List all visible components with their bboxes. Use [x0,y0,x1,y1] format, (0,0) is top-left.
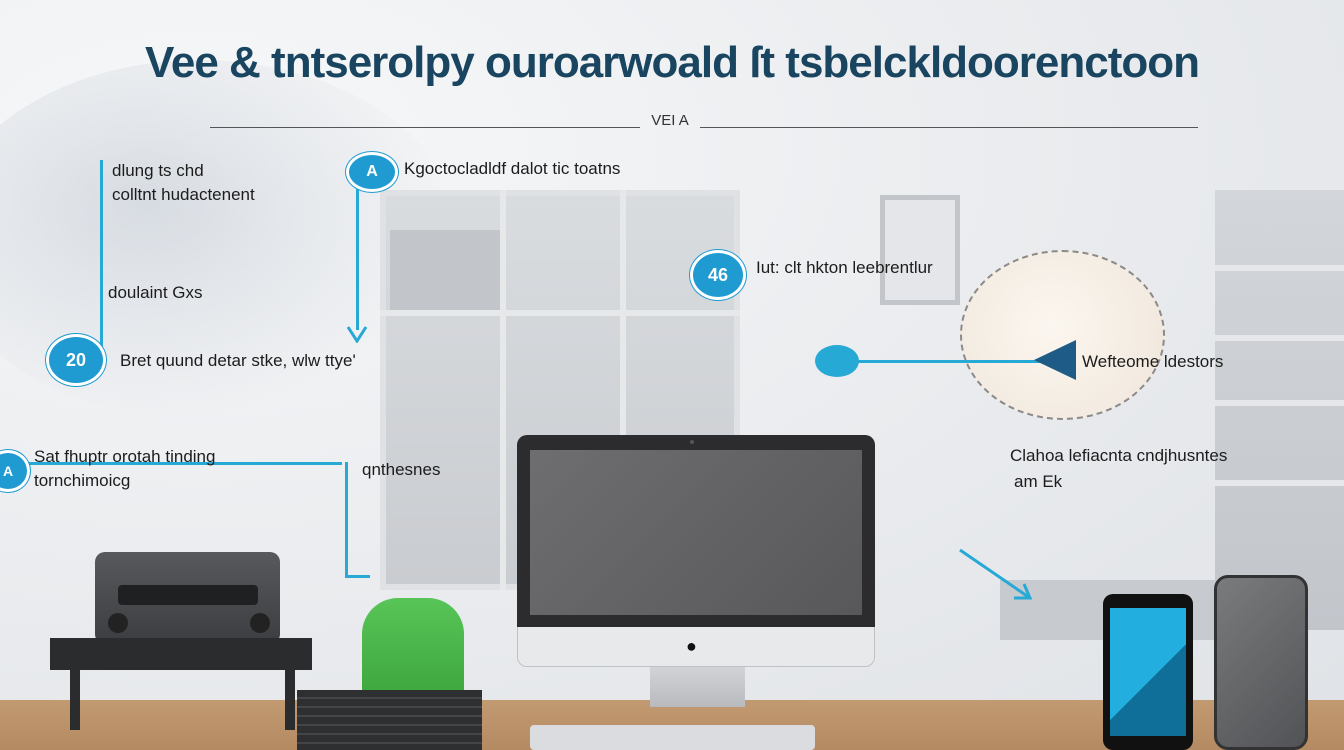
number-badge: 20 [46,334,106,386]
pointer-icon [1034,340,1076,380]
connector-line [100,160,103,370]
connector-line [345,575,370,578]
wall-picture [880,195,960,305]
title-divider [700,127,1198,128]
window-mullion [500,190,506,590]
pointer-arrow-icon [959,548,1033,600]
callout-text: Iut: clt hkton leebrentlur [756,258,933,277]
connector-line [356,180,359,330]
printer-slot [118,585,258,605]
number-badge: A [346,152,398,192]
monitor-screen [530,450,862,615]
callout-text: doulaint Gxs [108,283,203,302]
callout-text: Kgoctocladldf dalot tic toatns [404,159,621,178]
callout-text: Sat fhuptr orotah tinding [34,447,216,466]
callout-text: qnthesnes [362,460,441,479]
crate [297,690,482,750]
title-divider [210,127,640,128]
printer-knob [108,613,128,633]
smartphone-screen [1110,608,1186,736]
window-mullion [620,190,626,590]
window-transom [380,310,740,316]
shelf-board [1215,480,1344,486]
monitor-stand [650,667,745,707]
callout-text: tornchimoicg [34,471,131,490]
number-badge: 46 [690,250,746,300]
window-shelf [390,230,500,310]
shelf-board [1215,265,1344,271]
apple-logo-icon: ● [686,636,697,656]
callout-text: colltnt hudactenent [112,185,255,204]
shelf-board [1215,400,1344,406]
connector-line [20,462,342,465]
printer-stand [50,638,312,670]
page-title: Vee & tntserolpy ouroarwoald ſt tsbelckl… [144,38,1200,87]
page-subtitle: VEI A [651,112,689,129]
camera-icon [690,440,694,444]
callout-text: am Ek [1014,472,1063,491]
chair [362,598,464,698]
callout-text: Wefteome ldestors [1082,352,1224,371]
pin-dot [815,345,859,377]
connector-line [842,360,1047,363]
connector-line [345,462,348,577]
callout-text: Bret quund detar stke, wlw ttye' [120,351,356,370]
arrow-down-icon [346,326,368,343]
shelf-board [1215,335,1344,341]
smartphone [1214,575,1308,750]
keyboard [530,725,815,750]
stand-leg [70,670,80,730]
bookshelf [1215,190,1344,630]
callout-text: Clahoa lefiacnta cndjhusntes [1010,446,1228,465]
callout-text: dlung ts chd [112,161,204,180]
stand-leg [285,670,295,730]
printer-knob [250,613,270,633]
round-lamp [960,250,1165,420]
